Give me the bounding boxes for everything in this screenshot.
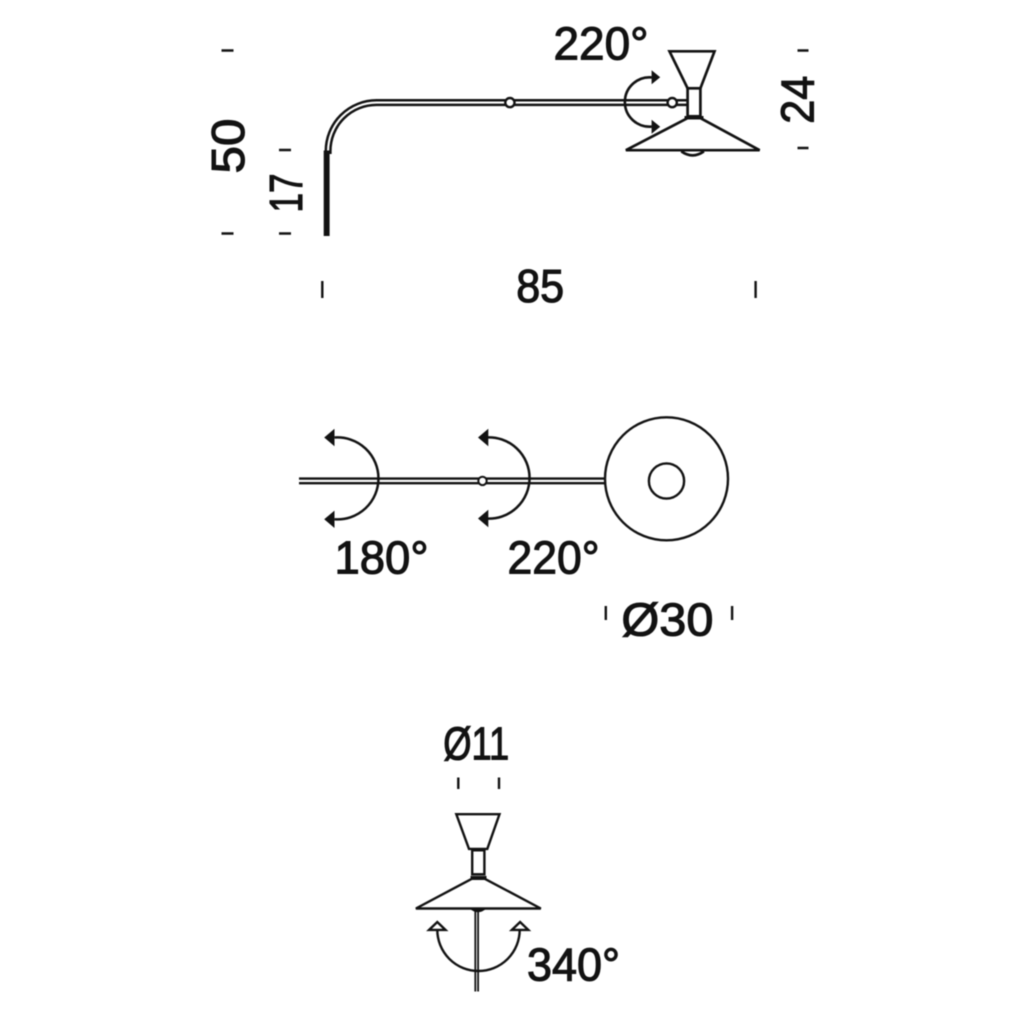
svg-text:50: 50 — [202, 119, 254, 174]
svg-text:17: 17 — [260, 174, 312, 213]
svg-text:340°: 340° — [527, 939, 620, 991]
svg-text:Ø30: Ø30 — [621, 594, 713, 646]
svg-text:220°: 220° — [554, 18, 649, 70]
svg-text:Ø11: Ø11 — [443, 718, 509, 770]
svg-text:24: 24 — [772, 76, 824, 124]
svg-text:180°: 180° — [335, 532, 429, 584]
svg-text:85: 85 — [516, 260, 564, 312]
svg-text:220°: 220° — [508, 532, 600, 584]
